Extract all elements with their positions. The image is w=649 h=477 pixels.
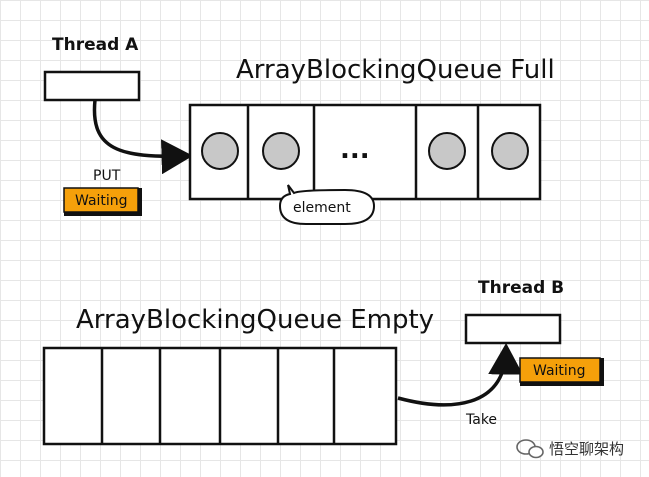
full-queue-element-1 bbox=[201, 132, 239, 170]
element-callout bbox=[278, 184, 376, 225]
watermark-text: 悟空聊架构 bbox=[549, 440, 624, 458]
full-queue-element-2 bbox=[262, 132, 300, 170]
take-label: Take bbox=[465, 412, 497, 428]
take-arrow bbox=[397, 343, 524, 407]
thread-a-label: Thread A bbox=[52, 35, 139, 55]
full-queue-element-4 bbox=[491, 132, 529, 170]
element-callout-label: element bbox=[293, 200, 351, 216]
empty-queue-title: ArrayBlockingQueue Empty bbox=[76, 305, 434, 335]
thread-b-label: Thread B bbox=[478, 278, 564, 298]
wechat-icon bbox=[516, 439, 544, 459]
full-queue bbox=[188, 103, 542, 201]
thread-b-box bbox=[464, 313, 562, 345]
full-queue-ellipsis: ... bbox=[340, 135, 370, 165]
take-waiting-text: Waiting bbox=[533, 363, 586, 379]
put-label: PUT bbox=[93, 168, 121, 184]
full-queue-title: ArrayBlockingQueue Full bbox=[236, 55, 555, 85]
full-queue-element-3 bbox=[428, 132, 466, 170]
put-waiting-text: Waiting bbox=[75, 193, 128, 209]
thread-a-box bbox=[43, 70, 141, 102]
put-arrow bbox=[92, 99, 193, 175]
empty-queue bbox=[42, 346, 398, 446]
